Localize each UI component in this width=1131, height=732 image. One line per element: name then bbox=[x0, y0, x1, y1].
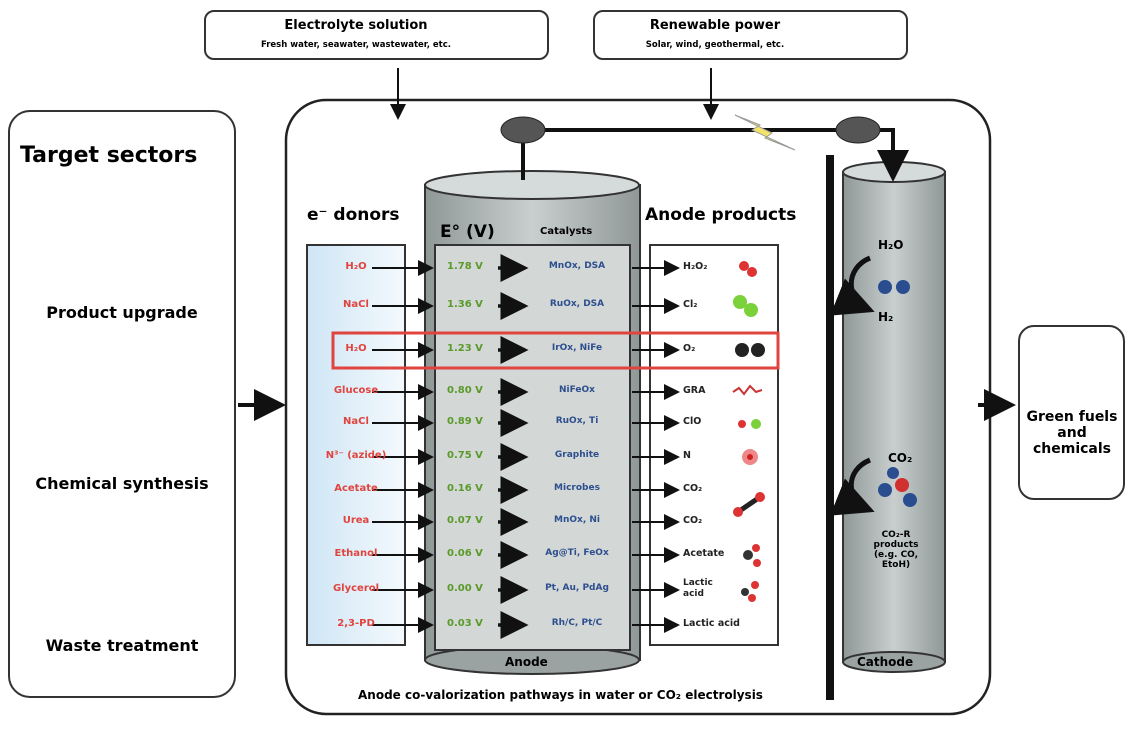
sector-product-upgrade: Product upgrade bbox=[46, 303, 198, 322]
product-label: GRA bbox=[683, 385, 706, 396]
terminal-anode bbox=[500, 116, 546, 144]
power-title: Renewable power bbox=[649, 18, 781, 33]
catalyst-label: RuOx, Ti bbox=[555, 416, 599, 426]
lactic-acid-molecule-icon bbox=[748, 594, 756, 602]
sector-waste-treatment: Waste treatment bbox=[45, 636, 199, 655]
catalyst-label: Rh/C, Pt/C bbox=[551, 618, 603, 628]
h2o2-molecule-icon bbox=[747, 267, 757, 277]
catalyst-label: Graphite bbox=[554, 450, 600, 460]
power-subtitle: Solar, wind, geothermal, etc. bbox=[645, 40, 785, 50]
catalyst-label: Microbes bbox=[554, 483, 600, 493]
anode-label: Anode bbox=[505, 655, 548, 669]
donors-header: e⁻ donors bbox=[307, 205, 400, 225]
product-label: H₂O₂ bbox=[683, 261, 708, 272]
potential-value: 0.00 V bbox=[447, 583, 483, 594]
electrolyte-box: Electrolyte solution Fresh water, seawat… bbox=[204, 10, 549, 60]
potential-value: 0.03 V bbox=[447, 618, 483, 629]
co2-product-icon bbox=[755, 492, 765, 502]
sectors-title: Target sectors bbox=[20, 143, 198, 168]
highlight-frame bbox=[331, 331, 780, 370]
catalyst-panel bbox=[434, 244, 631, 651]
catalyst-label: MnOx, DSA bbox=[548, 261, 606, 271]
cathode-h2: H₂ bbox=[878, 310, 894, 324]
sector-chemical-synthesis: Chemical synthesis bbox=[35, 474, 209, 493]
cathode-label: Cathode bbox=[857, 655, 914, 669]
lightning-icon bbox=[734, 114, 796, 151]
product-label: ClO bbox=[683, 416, 702, 427]
potential-header: E° (V) bbox=[440, 222, 495, 242]
catalyst-label: Ag@Ti, FeOx bbox=[545, 548, 609, 558]
catalyst-label: RuOx, DSA bbox=[549, 299, 605, 309]
donor-label: Ethanol bbox=[334, 548, 378, 559]
power-box: Renewable power Solar, wind, geothermal,… bbox=[593, 10, 908, 60]
donor-label: Glycerol bbox=[332, 583, 380, 594]
donor-label: Glucose bbox=[333, 385, 379, 396]
products-header: Anode products bbox=[645, 205, 797, 225]
donor-label: H₂O bbox=[345, 261, 367, 272]
product-label: Cl₂ bbox=[683, 299, 698, 310]
potential-value: 0.89 V bbox=[447, 416, 483, 427]
catalyst-label: Pt, Au, PdAg bbox=[545, 583, 609, 593]
catalyst-label: IrOx, NiFe bbox=[551, 343, 603, 353]
output-box: Green fuels and chemicals bbox=[1018, 325, 1125, 500]
potential-value: 1.36 V bbox=[447, 299, 483, 310]
terminal-cathode bbox=[835, 116, 881, 144]
potential-value: 0.16 V bbox=[447, 483, 483, 494]
potential-value: 0.07 V bbox=[447, 515, 483, 526]
cathode-h2o: H₂O bbox=[878, 238, 904, 252]
product-label: Lactic acid bbox=[683, 578, 713, 599]
donor-label: Acetate bbox=[334, 483, 378, 494]
membrane bbox=[826, 155, 834, 700]
output-label: Green fuels and chemicals bbox=[1026, 409, 1118, 457]
potential-value: 0.75 V bbox=[447, 450, 483, 461]
clo-molecule-icon bbox=[751, 419, 761, 429]
cathode-co2-products: CO₂-R products (e.g. CO, EtoH) bbox=[873, 530, 919, 570]
product-label: O₂ bbox=[683, 343, 696, 354]
product-label: Lactic acid bbox=[683, 618, 740, 629]
donor-panel bbox=[306, 244, 406, 646]
caption: Anode co-valorization pathways in water … bbox=[358, 688, 763, 702]
electrolyte-title: Electrolyte solution bbox=[284, 18, 428, 33]
catalyst-label: MnOx, Ni bbox=[554, 515, 600, 525]
product-label: N bbox=[683, 450, 691, 461]
product-label: CO₂ bbox=[683, 515, 703, 526]
potential-value: 0.80 V bbox=[447, 385, 483, 396]
potential-value: 1.78 V bbox=[447, 261, 483, 272]
target-sectors-box bbox=[8, 110, 236, 698]
donor-label: NaCl bbox=[343, 416, 369, 427]
donor-label: H₂O bbox=[345, 343, 367, 354]
donor-label: Urea bbox=[342, 515, 370, 526]
donor-label: NaCl bbox=[343, 299, 369, 310]
donor-label: 2,3-PD bbox=[337, 618, 375, 629]
product-label: CO₂ bbox=[683, 483, 703, 494]
cathode-co2: CO₂ bbox=[888, 451, 913, 465]
acetate-molecule-icon bbox=[753, 559, 761, 567]
cl2-molecule-icon bbox=[744, 303, 758, 317]
co2-molecule-icon bbox=[878, 483, 892, 497]
gra-molecule-icon bbox=[732, 384, 763, 396]
catalysts-header: Catalysts bbox=[540, 226, 593, 237]
potential-value: 1.23 V bbox=[447, 343, 483, 354]
donor-label: N³⁻ (azide) bbox=[325, 450, 387, 461]
electrolyte-subtitle: Fresh water, seawater, wastewater, etc. bbox=[260, 40, 452, 50]
product-label: Acetate bbox=[683, 548, 725, 559]
potential-value: 0.06 V bbox=[447, 548, 483, 559]
catalyst-label: NiFeOx bbox=[559, 385, 595, 395]
o2-molecule-icon bbox=[751, 343, 765, 357]
n-molecule-icon bbox=[747, 454, 753, 460]
h2o-molecule-icon bbox=[878, 280, 892, 294]
